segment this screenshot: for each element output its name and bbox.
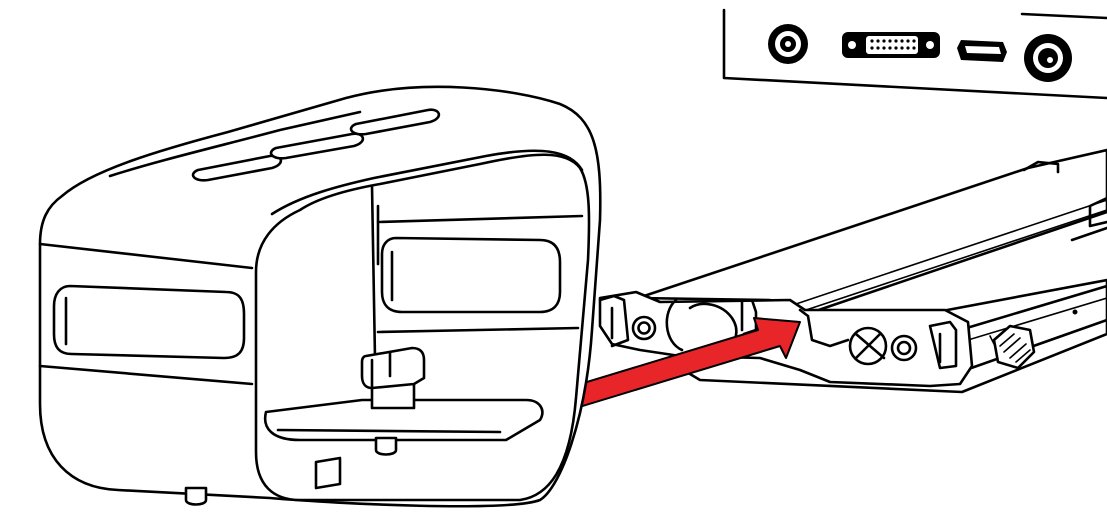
- tv-connector-panel: [722, 8, 1107, 100]
- hdmi-port-icon: [957, 40, 1007, 62]
- top-vent-slots: [191, 108, 441, 182]
- side-window-left: [52, 284, 246, 360]
- coax-port-icon: [768, 24, 808, 64]
- side-window-right: [380, 236, 562, 314]
- locking-clip-icon: [360, 346, 426, 410]
- vga-port-icon: [842, 32, 940, 58]
- base-plate: [263, 398, 544, 442]
- cable-cover-bracket: [38, 85, 602, 508]
- adjustment-knob-icon: [992, 324, 1036, 370]
- power-port-icon: [1024, 34, 1072, 82]
